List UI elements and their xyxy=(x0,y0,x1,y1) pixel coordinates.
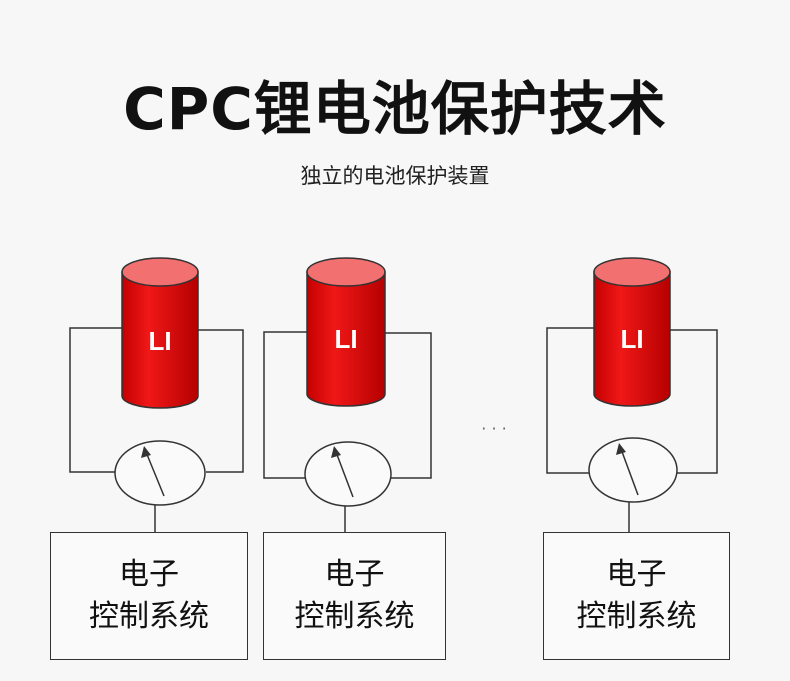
li-battery-cylinder: LI xyxy=(306,257,386,407)
electronic-control-system-box-2: 电子 控制系统 xyxy=(263,532,446,660)
electronic-control-system-box-1: 电子 控制系统 xyxy=(50,532,248,660)
circuit-wire-left xyxy=(546,327,594,474)
circuit-wire-left xyxy=(263,331,307,479)
page-subtitle: 独立的电池保护装置 xyxy=(300,164,490,188)
system-label-line2: 控制系统 xyxy=(89,599,209,634)
system-label-line1: 电子 xyxy=(324,557,385,592)
battery-label: LI xyxy=(148,326,171,356)
system-label-line1: 电子 xyxy=(606,557,667,592)
gauge-meter-icon xyxy=(304,441,392,507)
circuit-wire-right xyxy=(670,329,718,474)
circuit-wire-left xyxy=(69,327,122,473)
gauge-meter-icon xyxy=(588,437,678,503)
system-label-line2: 控制系统 xyxy=(294,599,415,634)
circuit-wire-right xyxy=(385,332,432,479)
battery-unit-3: LI xyxy=(546,257,718,532)
system-label-line1: 电子 xyxy=(119,557,179,592)
battery-unit-1: LI xyxy=(69,257,244,532)
li-battery-cylinder: LI xyxy=(121,257,199,409)
page-title: CPC锂电池保护技术 xyxy=(123,75,667,143)
battery-unit-2: LI xyxy=(263,257,432,532)
electronic-control-system-box-3: 电子 控制系统 xyxy=(543,532,730,660)
gauge-meter-icon xyxy=(114,440,206,506)
li-battery-cylinder: LI xyxy=(593,257,671,407)
system-label-line2: 控制系统 xyxy=(576,599,697,634)
battery-label: LI xyxy=(620,324,643,354)
battery-label: LI xyxy=(334,324,357,354)
ellipsis-dots: · · · xyxy=(481,419,506,438)
circuit-wire-right xyxy=(198,329,244,473)
